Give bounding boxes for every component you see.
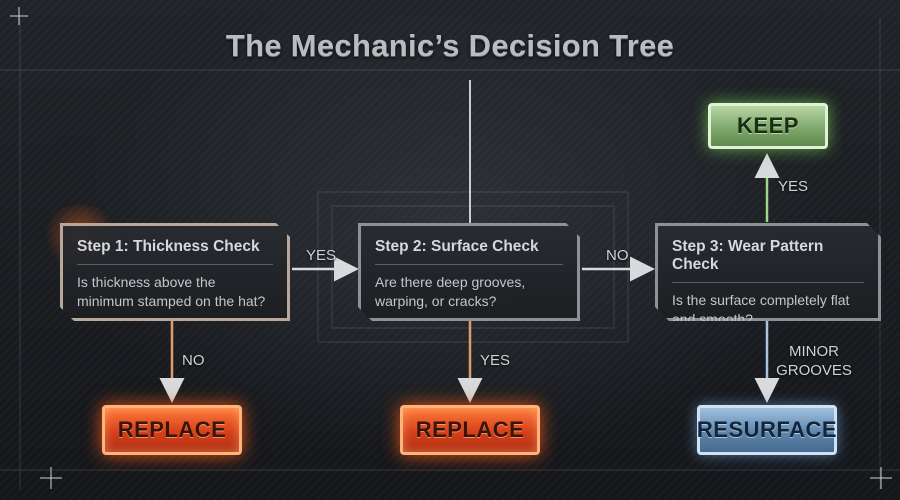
- label-step2-no: NO: [606, 247, 629, 264]
- step1-card: Step 1: Thickness Check Is thickness abo…: [60, 223, 290, 321]
- label-step1-yes: YES: [306, 247, 337, 264]
- step1-question: Is thickness above the minimum stamped o…: [77, 274, 266, 309]
- outcome-resurface: RESURFACE: [697, 405, 837, 455]
- page-title: The Mechanic’s Decision Tree: [225, 28, 675, 63]
- step1-heading: Step 1: Thickness Check: [77, 238, 273, 265]
- label-step3-yes: YES: [778, 178, 809, 195]
- label-step3-minor-grooves: MINOR GROOVES: [776, 343, 852, 379]
- label-step2-yes: YES: [480, 352, 511, 369]
- corner-crosshairs: [10, 7, 892, 489]
- outcome-keep: KEEP: [708, 103, 828, 149]
- step2-question: Are there deep grooves, warping, or crac…: [375, 274, 526, 309]
- outcome-replace-1: REPLACE: [102, 405, 242, 455]
- step3-card: Step 3: Wear Pattern Check Is the surfac…: [655, 223, 881, 321]
- step2-card: Step 2: Surface Check Are there deep gro…: [358, 223, 580, 321]
- label-step1-no: NO: [182, 352, 205, 369]
- step2-heading: Step 2: Surface Check: [375, 238, 563, 265]
- outcome-replace-2: REPLACE: [400, 405, 540, 455]
- step3-heading: Step 3: Wear Pattern Check: [672, 238, 864, 283]
